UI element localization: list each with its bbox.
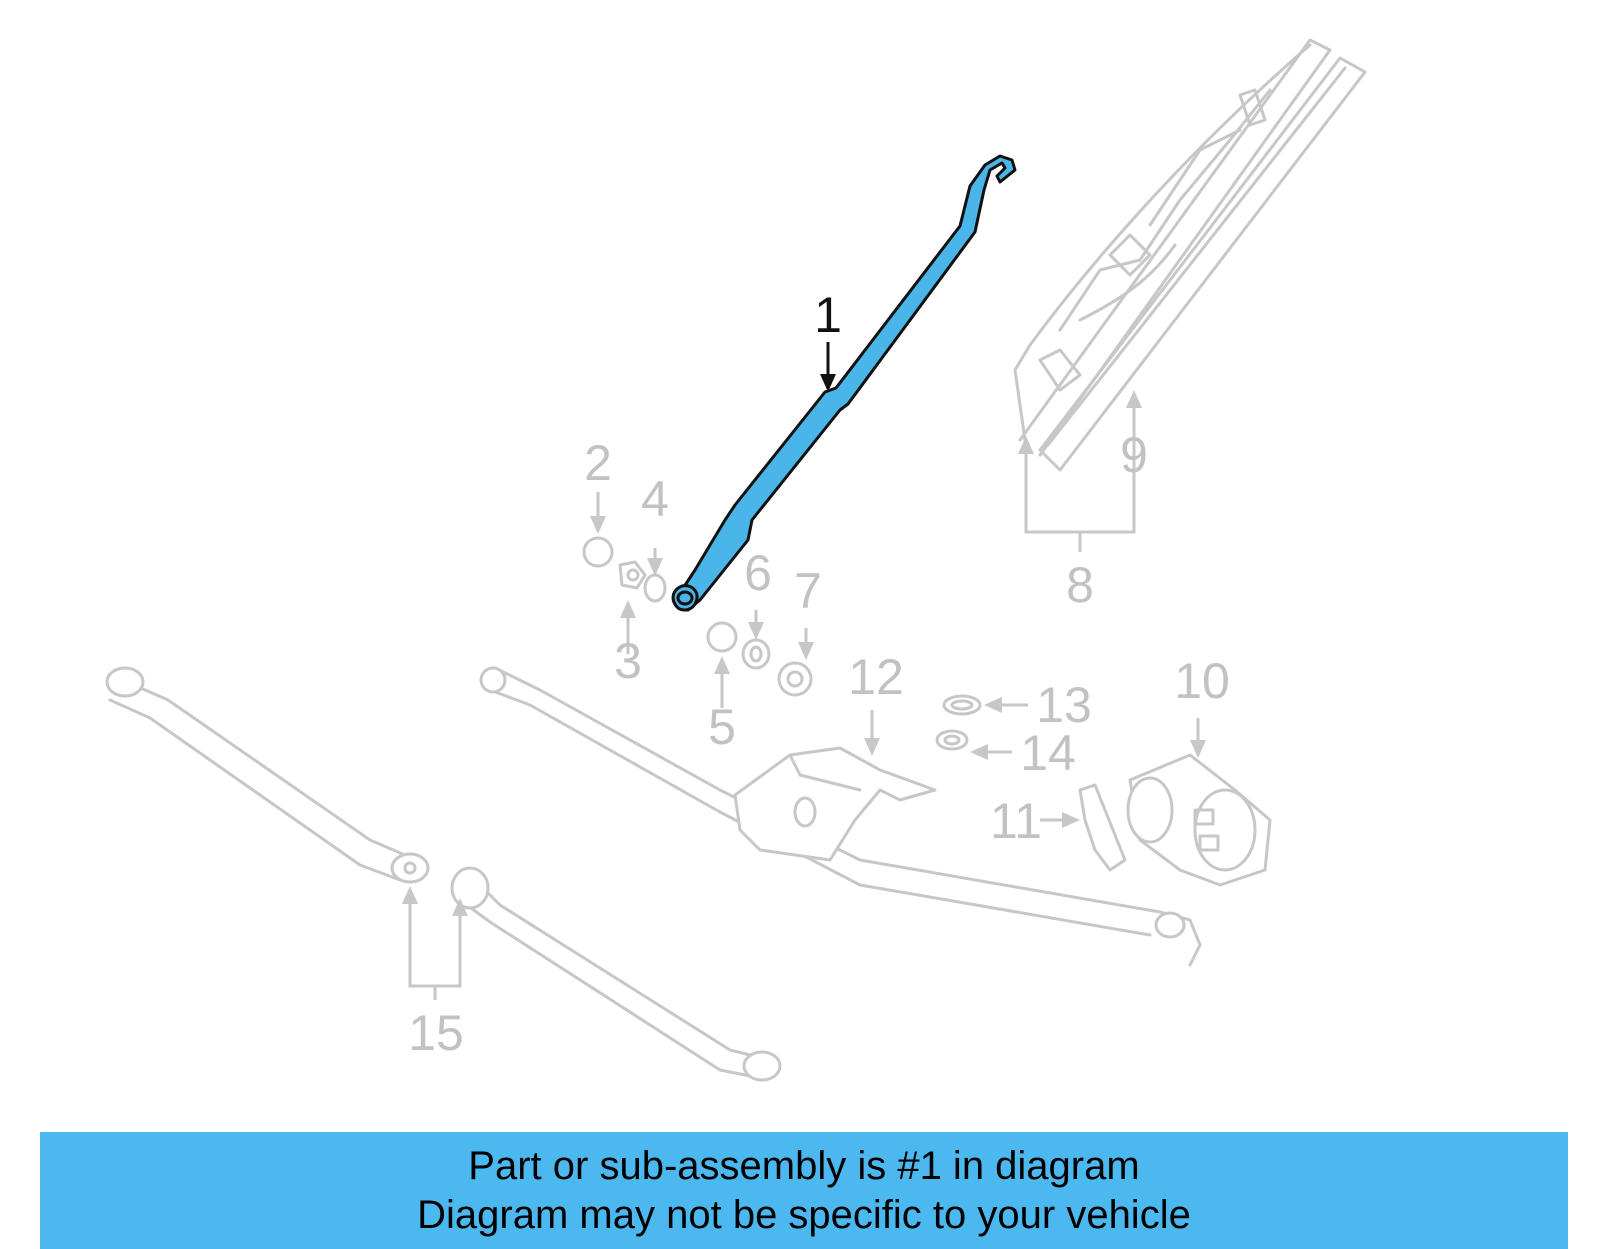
callout-labels: 1 2 3 4 5 6 7 8 9 10 11 12 13 14 15 (408, 287, 1230, 1061)
callout-4[interactable]: 4 (641, 471, 669, 527)
callout-1[interactable]: 1 (814, 287, 842, 343)
wiper-arm-highlighted[interactable] (671, 154, 1017, 612)
callout-9[interactable]: 9 (1120, 427, 1148, 483)
callout-14[interactable]: 14 (1020, 725, 1076, 781)
callout-10[interactable]: 10 (1174, 653, 1230, 709)
callout-11[interactable]: 11 (990, 793, 1042, 849)
banner-line-1: Part or sub-assembly is #1 in diagram (468, 1144, 1140, 1188)
wiper-blade-illustration (1013, 38, 1367, 472)
callout-7[interactable]: 7 (794, 563, 822, 619)
callout-2[interactable]: 2 (584, 435, 612, 491)
callout-3[interactable]: 3 (614, 633, 642, 689)
callout-8[interactable]: 8 (1066, 557, 1094, 613)
parts-diagram: 1 2 3 4 5 6 7 8 9 10 11 12 13 14 15 (105, 38, 1367, 1082)
linkage-rod-upper-left (105, 666, 430, 884)
banner-line-2: Diagram may not be specific to your vehi… (417, 1193, 1191, 1237)
leader-lines (402, 342, 1206, 1000)
info-banner: Part or sub-assembly is #1 in diagram Di… (40, 1132, 1568, 1249)
linkage-rod-lower-left (450, 866, 782, 1082)
callout-13[interactable]: 13 (1036, 677, 1092, 733)
callout-6[interactable]: 6 (744, 545, 772, 601)
wiper-linkage-frame (479, 666, 1202, 967)
wiper-motor (1126, 753, 1272, 887)
callout-12[interactable]: 12 (848, 649, 904, 705)
callout-5[interactable]: 5 (708, 699, 736, 755)
motor-bracket (1078, 783, 1127, 872)
small-hardware (582, 536, 982, 751)
callout-15[interactable]: 15 (408, 1005, 464, 1061)
